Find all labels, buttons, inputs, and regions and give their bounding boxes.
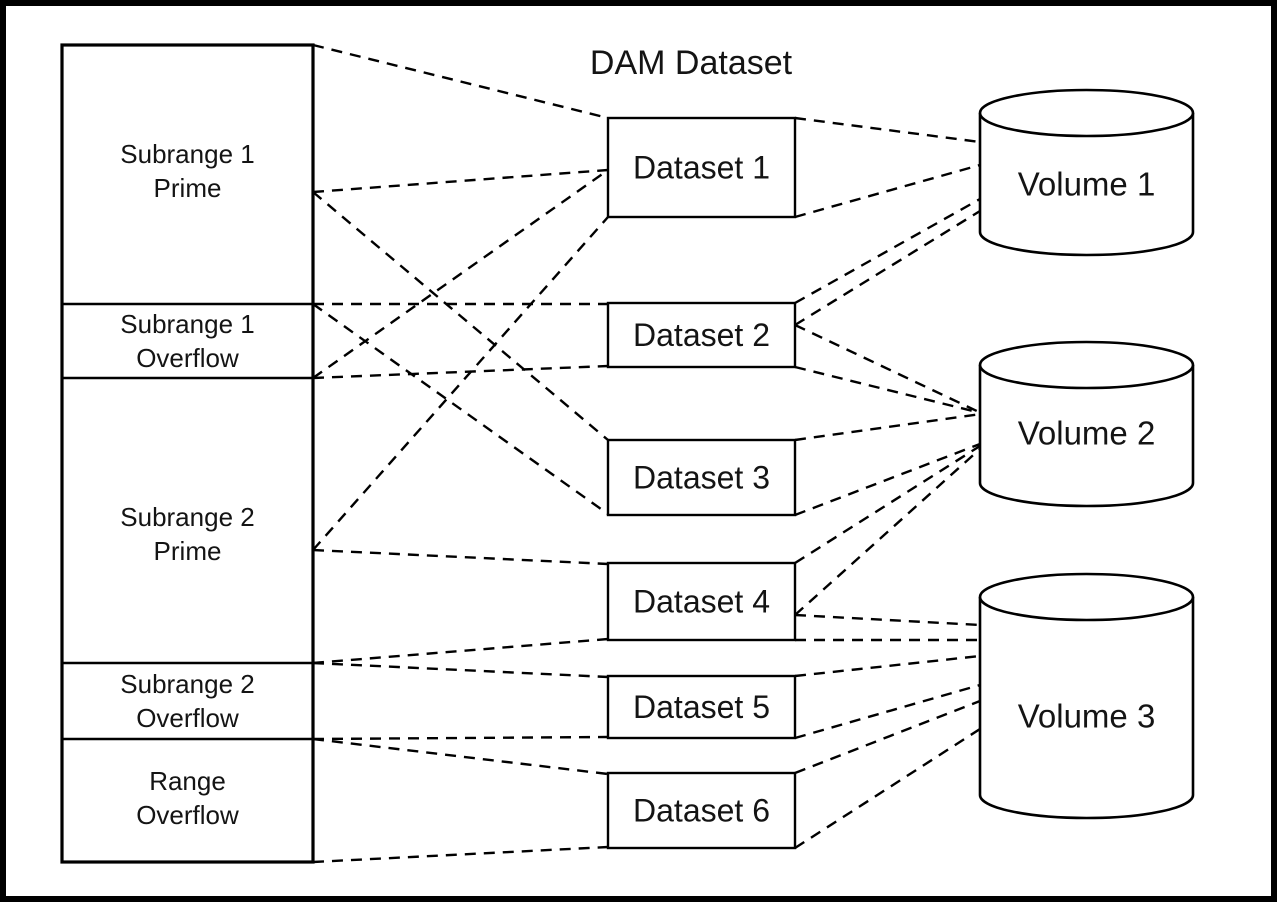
range-block: [60, 43, 315, 864]
diagram-title: DAM Dataset: [590, 44, 793, 82]
dataset-6-box: [606, 771, 797, 850]
dataset-4-label: Dataset 4: [633, 584, 770, 620]
connection-dataset-1-to-volume-1: [794, 163, 981, 219]
connection-subrange-1-overflow-to-dataset-3: [312, 303, 609, 515]
connection-dataset-3-to-volume-2: [794, 442, 981, 517]
section-label-line: Overflow: [136, 343, 239, 373]
dataset-3-box: [606, 438, 797, 517]
connection-subrange-1-prime-to-dataset-3: [312, 191, 609, 441]
connection-dataset-5-to-volume-3: [794, 683, 981, 740]
section-label-line: Subrange 2: [120, 502, 254, 532]
volume-2-cylinder-body: [978, 365, 1195, 508]
connection-subrange-1-overflow-to-dataset-2: [312, 364, 609, 380]
dataset-2-box: [606, 301, 797, 369]
section-label-line: Prime: [154, 536, 222, 566]
section-label-subrange-1-prime: Subrange 1 Prime: [120, 139, 254, 203]
dataset-5-box: [606, 674, 797, 740]
volume-2-label: Volume 2: [1018, 415, 1156, 452]
connection-dataset-3-to-volume-2: [794, 412, 982, 442]
connection-dataset-1-to-volume-1: [794, 116, 981, 144]
connection-dataset-4-to-volume-3: [794, 613, 981, 627]
connection-range-overflow-to-dataset-6: [312, 845, 609, 864]
volume-2-cylinder-top: [978, 340, 1195, 390]
dataset-6-label: Dataset 6: [633, 793, 770, 829]
connection-dataset-2-to-volume-2: [794, 323, 982, 415]
connection-subrange-1-prime-to-dataset-1: [312, 43, 609, 120]
dataset-3-label: Dataset 3: [633, 460, 770, 496]
volume-1-cylinder-top: [978, 88, 1195, 138]
connection-subrange-1-overflow-to-dataset-1: [312, 169, 609, 379]
volume-3-cylinder-body: [978, 597, 1195, 820]
connection-subrange-2-prime-to-dataset-1: [312, 216, 609, 551]
section-label-line: Subrange 1: [120, 139, 254, 169]
section-label-line: Subrange 2: [120, 669, 254, 699]
volume-3-cylinder-top: [978, 572, 1195, 622]
dataset-1-box: [606, 116, 797, 219]
connection-range-overflow-to-dataset-6: [312, 737, 609, 776]
connection-dataset-4-to-volume-2: [794, 448, 981, 616]
connection-dataset-2-to-volume-1: [794, 197, 981, 305]
connection-dataset-6-to-volume-3: [794, 727, 981, 850]
connection-dataset-2-to-volume-2: [794, 365, 982, 415]
connection-subrange-2-prime-to-dataset-4: [312, 548, 609, 566]
section-label-line: Overflow: [136, 703, 239, 733]
dataset-1-label: Dataset 1: [633, 150, 770, 186]
section-label-subrange-2-prime: Subrange 2 Prime: [120, 502, 254, 566]
connection-range-overflow-to-dataset-5: [312, 735, 609, 741]
section-label-line: Prime: [154, 173, 222, 203]
section-label-line: Subrange 1: [120, 309, 254, 339]
dataset-5-label: Dataset 5: [633, 689, 770, 725]
section-label-subrange-1-overflow: Subrange 1 Overflow: [120, 309, 254, 373]
connection-dataset-6-to-volume-3: [794, 699, 981, 775]
dataset-4-box: [606, 561, 797, 642]
connection-dataset-2-to-volume-1: [794, 209, 981, 327]
connection-subrange-2-overflow-to-dataset-5: [312, 661, 609, 679]
section-label-line: Overflow: [136, 800, 239, 830]
section-label-subrange-2-overflow: Subrange 2 Overflow: [120, 669, 254, 733]
connection-subrange-1-prime-to-dataset-1: [312, 168, 609, 194]
dataset-2-label: Dataset 2: [633, 317, 770, 353]
volume-1-label: Volume 1: [1018, 166, 1156, 203]
volume-3-label: Volume 3: [1018, 698, 1156, 735]
connection-subrange-2-overflow-to-dataset-4: [312, 637, 609, 665]
volume-1-cylinder-body: [978, 113, 1195, 257]
connection-dataset-5-to-volume-3: [794, 654, 981, 678]
section-label-line: Range: [149, 766, 226, 796]
